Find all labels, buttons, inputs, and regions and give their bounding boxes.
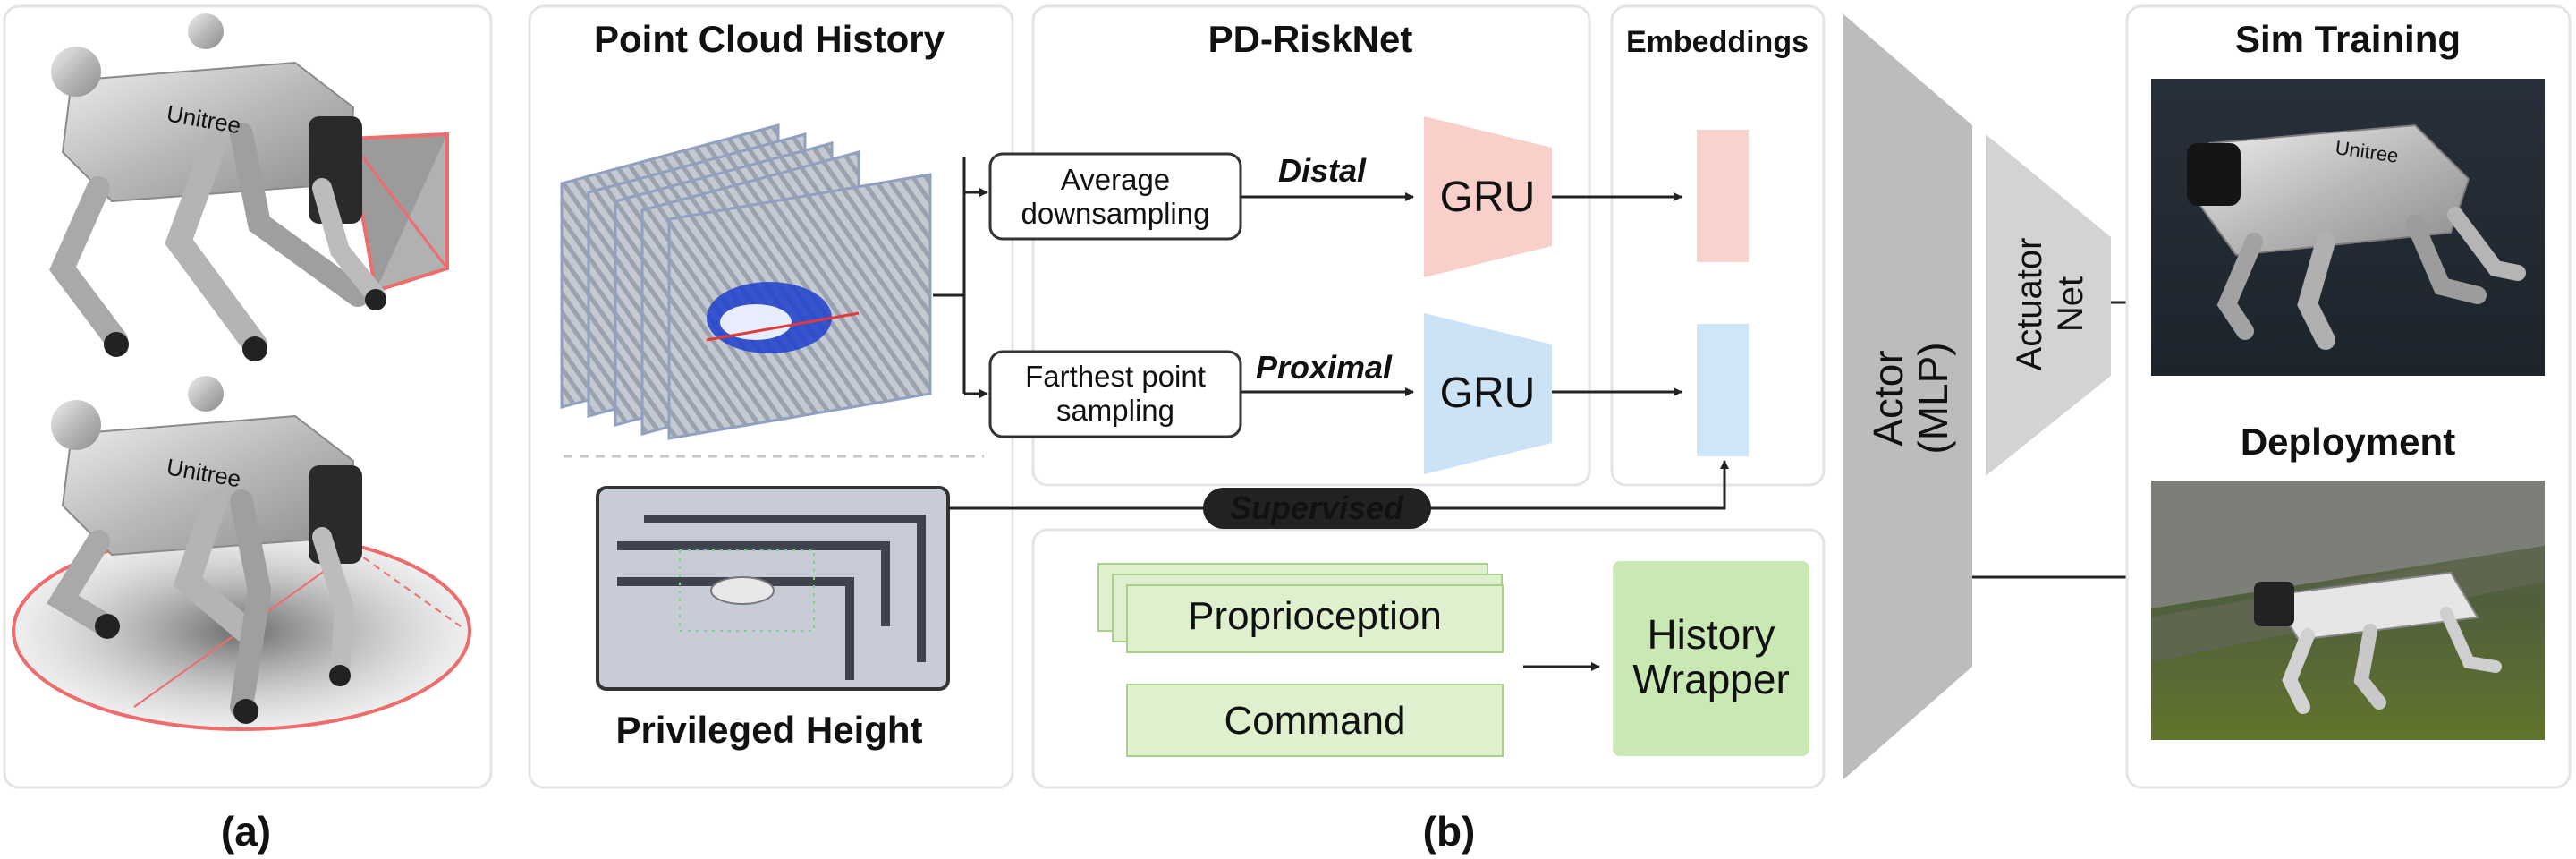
deployment-title: Deployment (2241, 421, 2455, 463)
gru-top-shape (1424, 116, 1552, 277)
actuator-line2: Net (2051, 276, 2090, 332)
caption-b: (b) (1423, 808, 1476, 855)
farthest-line1: Farthest point (1025, 360, 1206, 393)
point-cloud-title: Point Cloud History (594, 18, 945, 60)
history-wrapper-box (1613, 561, 1809, 756)
privileged-height-image (596, 486, 950, 691)
farthest-point-box (988, 350, 1242, 438)
actor-line2: (MLP) (1910, 342, 1956, 454)
supervised-connector: Supervised (948, 460, 1729, 529)
embedding-bottom (1697, 324, 1749, 456)
embeddings-title: Embeddings (1626, 25, 1809, 59)
privileged-height-label: Privileged Height (615, 709, 922, 751)
deployment-image (2151, 481, 2545, 740)
supervised-label: Supervised (1230, 489, 1404, 526)
gru-top-label: GRU (1440, 174, 1536, 221)
robot-dog-bottom: Unitree (12, 376, 471, 731)
farthest-line2: sampling (1056, 394, 1174, 427)
point-cloud-frames (560, 123, 932, 440)
proprioception-stack (1097, 563, 1504, 653)
riskNet-title: PD-RiskNet (1208, 18, 1413, 60)
gru-bottom-shape (1424, 313, 1552, 474)
actor-line1: Actor (1865, 350, 1911, 446)
actor-trapezoid (1843, 13, 1972, 780)
distal-label: Distal (1278, 152, 1367, 189)
history-line1: History (1647, 611, 1775, 658)
actuator-line1: Actuator (2010, 238, 2049, 371)
caption-a: (a) (221, 808, 271, 855)
branch-connector (933, 157, 988, 398)
actuator-trapezoid (1986, 134, 2111, 476)
proprioception-label: Proprioception (1188, 594, 1442, 638)
gru-bottom-label: GRU (1440, 370, 1536, 417)
robot-dog-top: Unitree (49, 13, 449, 361)
average-line1: Average (1061, 163, 1170, 196)
actor-label: Actor (MLP) (1865, 342, 1956, 454)
sim-training-title: Sim Training (2235, 18, 2461, 60)
camera-frustum-icon (346, 132, 449, 293)
average-line2: downsampling (1021, 197, 1210, 230)
sim-training-image: Unitree (2151, 79, 2545, 376)
command-label: Command (1224, 699, 1406, 743)
command-box (1126, 684, 1504, 757)
actuator-label: Actuator Net (2010, 238, 2090, 371)
proximal-label: Proximal (1256, 349, 1393, 386)
history-line2: Wrapper (1632, 656, 1790, 702)
embedding-top (1697, 130, 1749, 262)
